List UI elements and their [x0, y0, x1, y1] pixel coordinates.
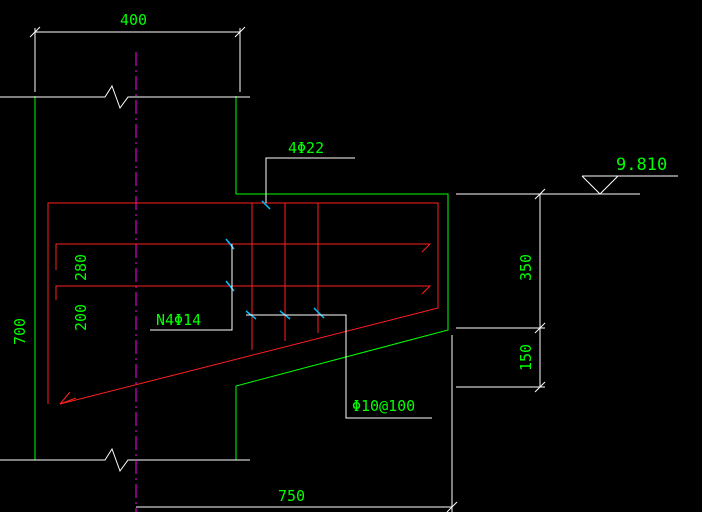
dim-tick-mid	[534, 322, 546, 334]
main-bar-hook-end	[59, 391, 71, 405]
leader-mid-bars	[150, 244, 233, 331]
stirrup-tick-3	[313, 307, 325, 319]
dim-350-label: 350	[517, 254, 535, 281]
upper-bar-tick	[225, 238, 235, 250]
leader-stirrups	[246, 314, 432, 419]
main-bar-hook-end-2	[59, 397, 77, 405]
rebar-ticks	[225, 200, 325, 320]
upper-horizontal-bar	[55, 243, 432, 270]
corbel-right-profile	[235, 96, 449, 460]
dim-400-label: 400	[120, 11, 147, 29]
label-mid-bars: N4Φ14	[156, 311, 201, 329]
elevation-triangle	[581, 175, 620, 195]
dim-400-tick-left	[29, 26, 41, 38]
concrete-outline	[34, 96, 449, 460]
leader-top-bars	[265, 157, 355, 203]
labels: 400 750 700 350 150 280 200 4Φ22 N4Φ14 Φ…	[11, 11, 667, 505]
top-bar-tick	[261, 200, 271, 210]
lower-bar-tick	[225, 280, 235, 292]
top-break-line	[0, 84, 250, 110]
rebar	[47, 202, 439, 405]
bottom-break-line	[0, 447, 250, 473]
dim-200-label: 200	[72, 304, 90, 331]
dim-tick-bottom	[534, 381, 546, 393]
label-top-bars: 4Φ22	[288, 139, 324, 157]
main-hook-bar	[47, 202, 439, 405]
elevation-label: 9.810	[616, 155, 667, 175]
dim-750-label: 750	[278, 487, 305, 505]
dim-150-label: 150	[517, 344, 535, 371]
break-lines	[0, 84, 250, 473]
lower-horizontal-bar	[55, 285, 432, 300]
dimension-lines	[29, 26, 678, 512]
label-stirrups: Φ10@100	[352, 397, 415, 415]
dim-400-tick-right	[234, 26, 246, 38]
dim-750-tick-right	[446, 501, 458, 512]
dim-700-label: 700	[11, 318, 29, 345]
dim-280-label: 280	[72, 254, 90, 281]
